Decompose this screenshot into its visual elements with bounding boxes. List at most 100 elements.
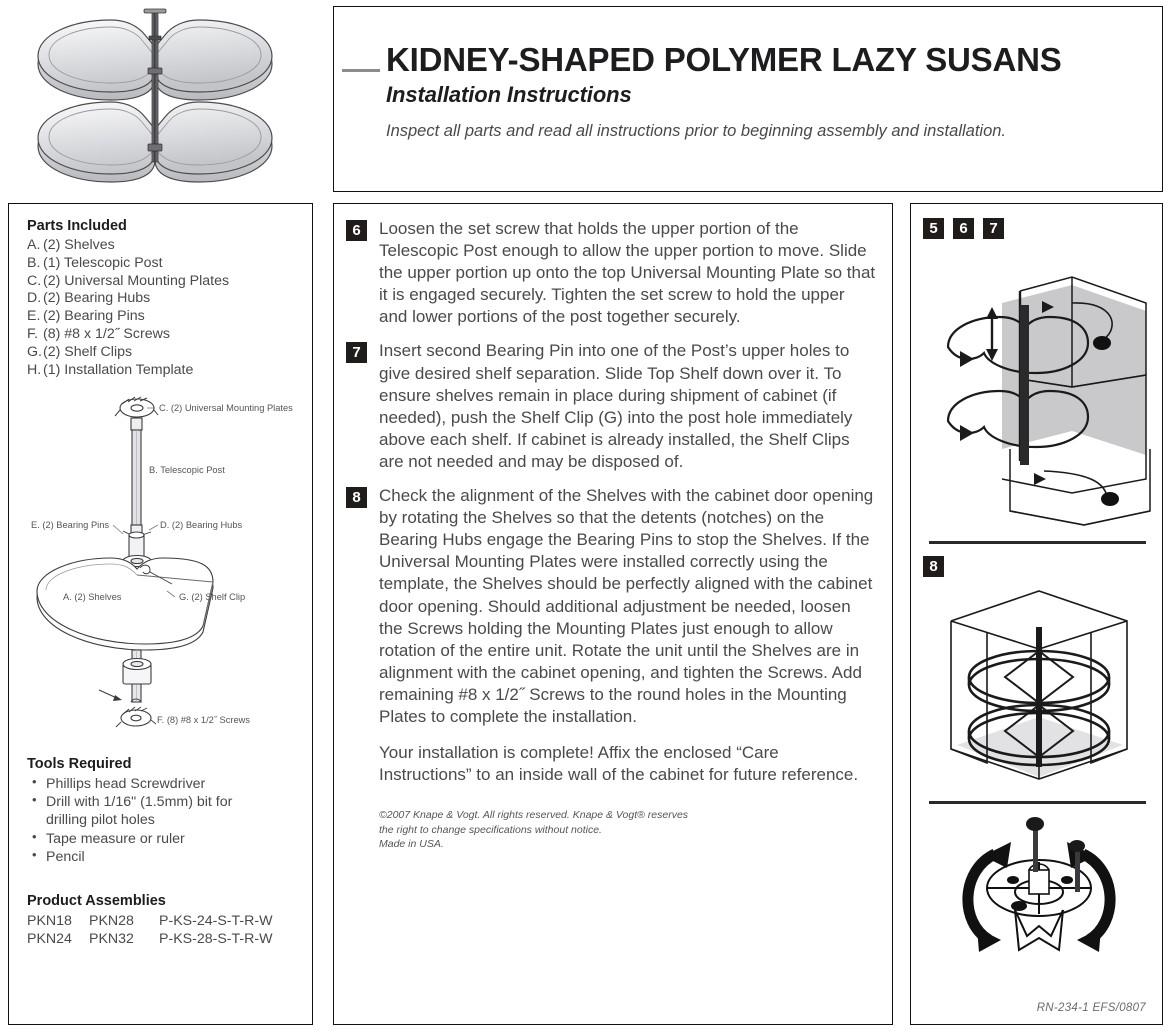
step-text: Insert second Bearing Pin into one of th…	[379, 341, 853, 471]
label-e: E. (2) Bearing Pins	[31, 520, 109, 530]
part-text: (2) Universal Mounting Plates	[43, 272, 230, 289]
part-text: (2) Shelves	[43, 237, 115, 253]
step-8: 8 Check the alignment of the Shelves wit…	[346, 485, 876, 728]
label-d: D. (2) Bearing Hubs	[160, 520, 243, 530]
assembly-code: PKN18	[27, 912, 72, 929]
label-a: A. (2) Shelves	[63, 592, 122, 602]
document-header: KIDNEY-SHAPED POLYMER LAZY SUSANS Instal…	[333, 6, 1163, 192]
tools-heading: Tools Required	[27, 755, 132, 772]
lazy-susan-hero-svg	[37, 8, 273, 183]
figure-rotation-adjust	[923, 814, 1152, 974]
step-badge: 6	[346, 220, 367, 241]
part-key: H.	[27, 361, 42, 378]
tool-text: Drill with 1/16" (1.5mm) bit for	[46, 793, 233, 810]
tool-text: Pencil	[46, 849, 85, 866]
telescopic-post	[143, 8, 167, 163]
header-note: Inspect all parts and read all instructi…	[386, 121, 1007, 140]
parts-panel: Parts Included A.(2) Shelves B.(1) Teles…	[8, 203, 313, 1025]
part-key: F.	[27, 326, 39, 343]
page-title: KIDNEY-SHAPED POLYMER LAZY SUSANS	[386, 41, 1062, 78]
bearing-hub-lower	[122, 657, 152, 685]
rotation-adjust-svg	[962, 817, 1115, 952]
badge-row-mid: 8	[923, 554, 1152, 577]
assembly-code: PKN32	[89, 931, 134, 948]
header-dash-icon	[342, 69, 380, 72]
step-text: Loosen the set screw that holds the uppe…	[379, 219, 876, 327]
list-item: •Pencil	[27, 847, 298, 866]
parts-list: A.(2) Shelves B.(1) Telescopic Post C.(2…	[27, 237, 298, 380]
step-badge: 6	[953, 218, 974, 239]
instructions-panel: 6 Loosen the set screw that holds the up…	[333, 203, 893, 1025]
mounting-plate-part	[114, 396, 159, 418]
part-key: G.	[27, 343, 42, 360]
list-item: C.(2) Universal Mounting Plates	[27, 273, 298, 291]
product-illustration	[8, 6, 313, 196]
step-badge: 8	[923, 556, 944, 577]
table-row: PKN24 PKN32 P-KS-28-S-T-R-W	[27, 930, 298, 948]
divider	[929, 801, 1146, 804]
part-key: B.	[27, 254, 41, 271]
part-text: (8) #8 x 1/2˝ Screws	[43, 326, 170, 343]
part-text: (2) Shelf Clips	[43, 343, 133, 360]
shelf-clip-part	[139, 564, 173, 584]
step-7: 7 Insert second Bearing Pin into one of …	[346, 340, 876, 473]
assembly-code: P-KS-28-S-T-R-W	[159, 931, 273, 948]
tools-list: • Phillips head Screwdriver • Drill with 1…	[27, 773, 298, 867]
label-g: G. (2) Shelf Clip	[179, 592, 245, 602]
step-6: 6 Loosen the set screw that holds the up…	[346, 218, 876, 328]
part-text: (1) Installation Template	[43, 361, 194, 378]
badge-row-top: 5 6 7	[923, 216, 1152, 239]
list-item: E.(2) Bearing Pins	[27, 308, 298, 326]
label-c: C. (2) Universal Mounting Plates	[159, 403, 293, 413]
list-item: •Tape measure or ruler	[27, 829, 298, 848]
list-item: G.(2) Shelf Clips	[27, 344, 298, 362]
step-badge: 8	[346, 487, 367, 509]
table-row: PKN18 PKN28 P-KS-24-S-T-R-W	[27, 912, 298, 930]
label-b: B. Telescopic Post	[149, 465, 225, 475]
step-badge: 7	[346, 342, 367, 364]
exploded-assembly-svg: C. (2) Universal Mounting Plates B. Tele…	[31, 396, 293, 727]
assemblies-section: Product Assemblies PKN18 PKN28 P-KS-24-S-T…	[27, 893, 298, 949]
copyright-line: the right to change specifications witho…	[379, 823, 602, 836]
exploded-diagram: C. (2) Universal Mounting Plates B. Tele…	[27, 392, 298, 752]
part-text: (2) Bearing Hubs	[43, 290, 151, 307]
part-text: (2) Bearing Pins	[43, 308, 145, 325]
tools-section: Tools Required • Phillips head Screwdrive…	[27, 756, 298, 867]
part-key: A.	[27, 237, 41, 253]
list-item: F.(8) #8 x 1/2˝ Screws	[27, 326, 298, 344]
bullet-icon: •	[32, 773, 37, 789]
assembly-code: P-KS-24-S-T-R-W	[159, 912, 273, 929]
closing-note: Your installation is complete! Affix the…	[379, 743, 859, 785]
step-badge: 7	[983, 218, 1004, 239]
corner-cabinet-svg	[949, 590, 1128, 780]
step-badge: 5	[923, 218, 944, 239]
reference-code: RN-234-1 EFS/0807	[1036, 1002, 1146, 1014]
copyright-notice: ©2007 Knape & Vogt. All rights reserved.…	[379, 808, 876, 851]
figures-panel: 5 6 7	[910, 203, 1163, 1025]
part-key: D.	[27, 290, 42, 307]
assembly-code: PKN24	[27, 931, 72, 948]
copyright-line: Made in USA.	[379, 838, 444, 851]
figure-corner-cabinet	[923, 581, 1152, 793]
cabinet-cutaway-svg	[946, 276, 1151, 526]
label-f: F. (8) #8 x 1/2˝ Screws	[157, 715, 250, 725]
assemblies-heading: Product Assemblies	[27, 892, 166, 909]
part-key: C.	[27, 272, 42, 289]
page-subtitle: Installation Instructions	[386, 81, 632, 107]
list-item: D.(2) Bearing Hubs	[27, 290, 298, 308]
list-item: • Drill with 1/16" (1.5mm) bit for	[27, 791, 298, 811]
parts-heading: Parts Included	[27, 218, 127, 234]
diagram-labels: C. (2) Universal Mounting Plates B. Tele…	[31, 403, 293, 725]
tool-text: Phillips head Screwdriver	[46, 775, 206, 792]
part-key: E.	[27, 308, 41, 325]
copyright-line: ©2007 Knape & Vogt. All rights reserved.…	[379, 809, 689, 822]
assembly-code: PKN28	[89, 912, 134, 929]
step-text: Check the alignment of the Shelves with …	[379, 486, 874, 726]
list-item: A.(2) Shelves	[27, 237, 298, 255]
screws-part	[115, 698, 157, 727]
tool-text-continuation: drilling pilot holes	[46, 812, 155, 829]
list-item: H.(1) Installation Template	[27, 362, 298, 380]
bullet-icon: •	[32, 791, 37, 807]
tool-text: Tape measure or ruler	[46, 830, 185, 847]
shelf-part	[36, 556, 214, 651]
